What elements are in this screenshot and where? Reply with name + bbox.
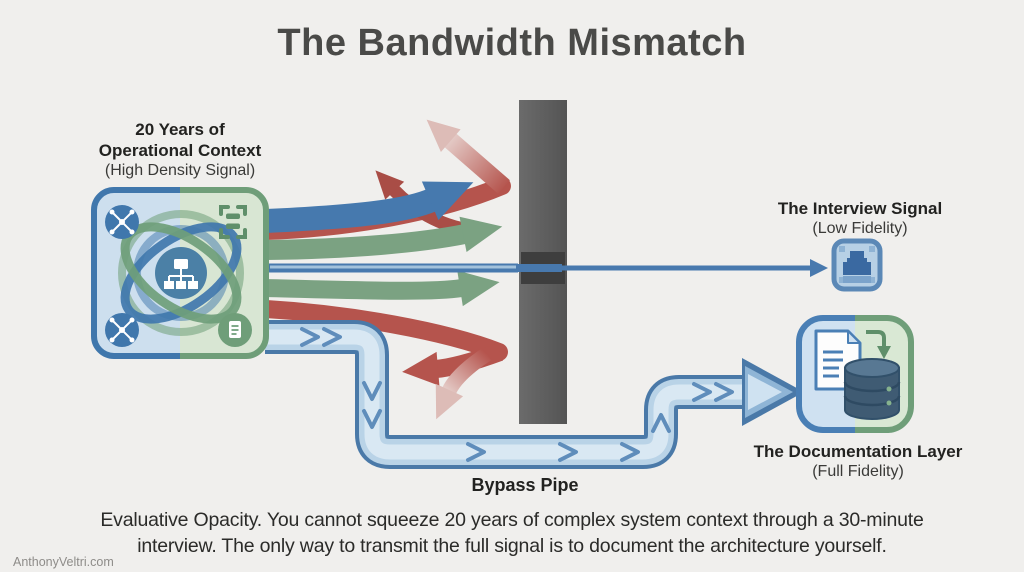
caption-line1: Evaluative Opacity. You cannot squeeze 2… bbox=[100, 509, 924, 531]
server-scan-icon bbox=[219, 205, 247, 239]
network-node-icon bbox=[105, 205, 139, 239]
high-density-subtitle: (High Density Signal) bbox=[104, 162, 256, 179]
document-node-icon bbox=[218, 313, 252, 347]
blocked-green-arrow-upper bbox=[265, 216, 503, 260]
rejected-red-arrow-bottom bbox=[257, 300, 508, 420]
pixelated-person-icon bbox=[831, 238, 883, 292]
high-density-title-line1: 20 Years of bbox=[135, 120, 225, 139]
high-density-label: 20 Years of Operational Context (High De… bbox=[58, 119, 302, 181]
hierarchy-icon bbox=[155, 247, 207, 299]
high-density-title-line2: Operational Context bbox=[98, 141, 262, 160]
barrier-wall bbox=[519, 100, 567, 424]
document-database-icon bbox=[796, 315, 914, 433]
documentation-layer-title: The Documentation Layer bbox=[753, 442, 963, 461]
documentation-layer-subtitle: (Full Fidelity) bbox=[812, 463, 904, 480]
bypass-pipe bbox=[265, 320, 804, 469]
interview-signal-line bbox=[266, 259, 828, 277]
documentation-layer-label: The Documentation Layer (Full Fidelity) bbox=[737, 441, 979, 482]
operational-context-icon bbox=[91, 187, 269, 359]
deflected-blue-arrow bbox=[265, 181, 474, 233]
caption-line2: interview. The only way to transmit the … bbox=[137, 535, 887, 557]
page-title: The Bandwidth Mismatch bbox=[277, 22, 747, 64]
interview-signal-title: The Interview Signal bbox=[777, 199, 943, 218]
watermark: AnthonyVeltri.com bbox=[13, 555, 114, 569]
database-icon bbox=[843, 358, 901, 420]
bypass-pipe-label: Bypass Pipe bbox=[471, 475, 579, 495]
interview-signal-label: The Interview Signal (Low Fidelity) bbox=[758, 198, 962, 239]
interview-signal-subtitle: (Low Fidelity) bbox=[812, 220, 908, 237]
bypass-pipe-arrowhead bbox=[742, 358, 804, 426]
transfer-arrow-icon bbox=[866, 330, 891, 359]
caption-text: Evaluative Opacity. You cannot squeeze 2… bbox=[70, 507, 954, 559]
network-node-icon bbox=[105, 313, 139, 347]
pipe-flow-chevrons bbox=[300, 327, 734, 462]
blocked-green-arrow-lower bbox=[265, 270, 500, 307]
